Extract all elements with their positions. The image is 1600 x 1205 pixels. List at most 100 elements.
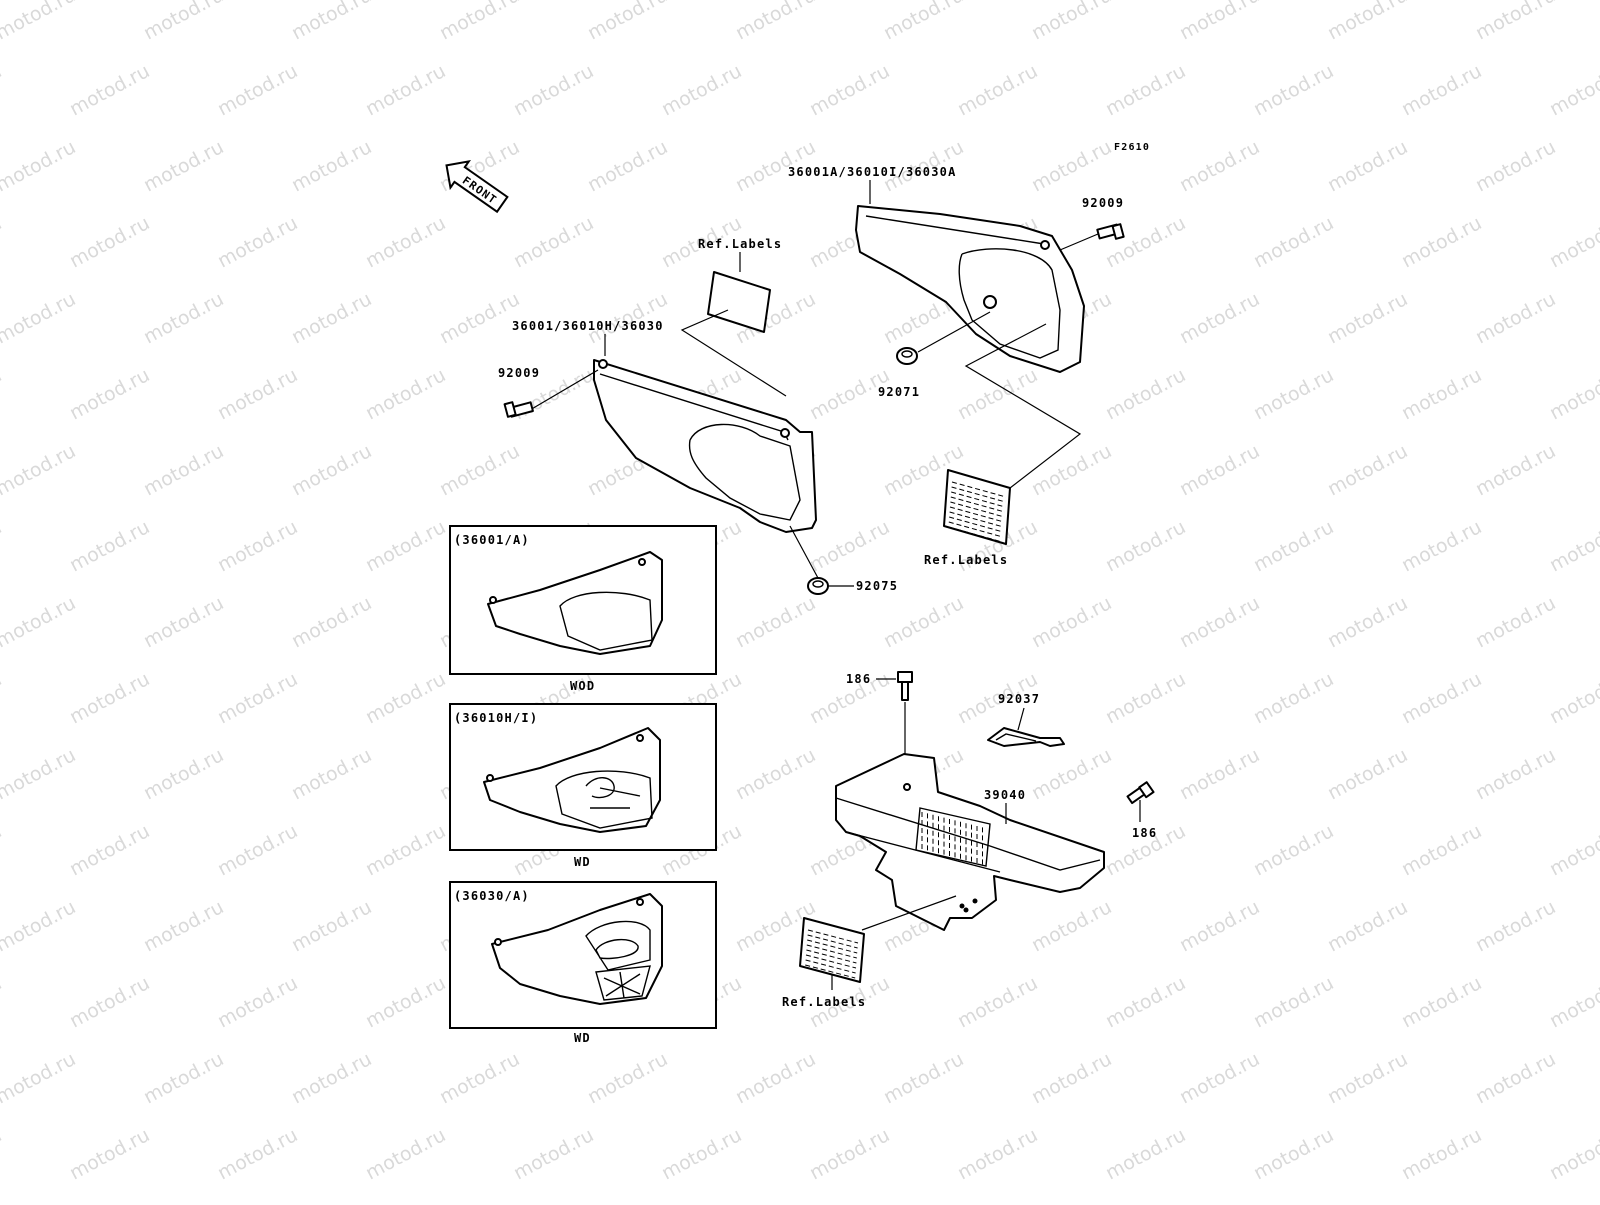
watermark-text: motod.ru: [1176, 744, 1263, 804]
watermark-text: motod.ru: [1250, 972, 1337, 1032]
watermark-text: motod.ru: [140, 136, 227, 196]
watermark-text: motod.ru: [1472, 1048, 1559, 1108]
watermark-text: motod.ru: [66, 364, 153, 424]
watermark-text: motod.ru: [0, 364, 5, 424]
watermark-text: motod.ru: [214, 516, 301, 576]
watermark-text: motod.ru: [510, 1124, 597, 1184]
watermark-text: motod.ru: [1028, 896, 1115, 956]
watermark-text: motod.ru: [1546, 60, 1600, 120]
watermark-text: motod.ru: [954, 364, 1041, 424]
watermark-text: motod.ru: [66, 1124, 153, 1184]
watermark-text: motod.ru: [214, 972, 301, 1032]
watermark-text: motod.ru: [1102, 972, 1189, 1032]
watermark-text: motod.ru: [1250, 212, 1337, 272]
inset-36030-a: (36030/A) WD: [449, 881, 717, 1045]
watermark-text: motod.ru: [1324, 0, 1411, 44]
watermark-text: motod.ru: [1546, 1124, 1600, 1184]
leader-line: [917, 311, 991, 353]
ref-labels-right-label: Ref.Labels: [924, 553, 1008, 567]
hatch-line: [951, 481, 1007, 498]
watermark-text: motod.ru: [436, 288, 523, 348]
watermark-text: motod.ru: [140, 288, 227, 348]
inset-36010h-i: (36010H/I) WD: [449, 703, 717, 869]
ref-labels-top-label: Ref.Labels: [698, 237, 782, 251]
hatch-line: [951, 486, 1006, 503]
watermark-text: motod.ru: [0, 516, 5, 576]
bolt-92009-left-icon: [503, 401, 534, 418]
watermark-text: motod.ru: [288, 136, 375, 196]
watermark-text: motod.ru: [806, 60, 893, 120]
leader-line: [789, 525, 819, 579]
grommet-92071-icon: [896, 347, 918, 365]
bolt-186-top-icon: [897, 671, 913, 701]
watermark-text: motod.ru: [0, 440, 79, 500]
watermark-text: motod.ru: [1250, 516, 1337, 576]
watermark-text: motod.ru: [658, 60, 745, 120]
watermark-text: motod.ru: [214, 668, 301, 728]
left-cover-part-label: 36001/36010H/36030: [512, 319, 664, 333]
watermark-text: motod.ru: [584, 1048, 671, 1108]
watermark-text: motod.ru: [0, 1124, 5, 1184]
hatch-line: [806, 949, 857, 964]
watermark-text: motod.ru: [880, 1048, 967, 1108]
watermark-text: motod.ru: [510, 60, 597, 120]
watermark-text: motod.ru: [288, 744, 375, 804]
watermark-text: motod.ru: [288, 440, 375, 500]
watermark-text: motod.ru: [1398, 212, 1485, 272]
watermark-text: motod.ru: [1176, 592, 1263, 652]
watermark-text: motod.ru: [288, 1048, 375, 1108]
watermark-text: motod.ru: [1102, 212, 1189, 272]
leader-line: [964, 323, 1082, 489]
watermark-text: motod.ru: [436, 0, 523, 44]
hatch-line: [949, 506, 1005, 523]
grommet-left-label: 92075: [856, 579, 898, 593]
hatch-line: [805, 954, 857, 969]
inset-caption: WD: [574, 1031, 591, 1045]
hatch-line: [807, 934, 858, 949]
watermark-text: motod.ru: [362, 60, 449, 120]
watermark-text: motod.ru: [66, 60, 153, 120]
hatch-line: [949, 511, 1004, 528]
watermark-text: motod.ru: [1546, 212, 1600, 272]
watermark-text: motod.ru: [954, 972, 1041, 1032]
grommet-right-label: 92071: [878, 385, 920, 399]
watermark-text: motod.ru: [1028, 1048, 1115, 1108]
watermark-text: motod.ru: [1546, 820, 1600, 880]
hatch-line: [807, 939, 858, 954]
hatch-line: [807, 929, 859, 944]
watermark-text: motod.ru: [1028, 744, 1115, 804]
watermark-text: motod.ru: [1324, 288, 1411, 348]
watermark-text: motod.ru: [732, 744, 819, 804]
watermark-text: motod.ru: [954, 60, 1041, 120]
watermark-text: motod.ru: [140, 1048, 227, 1108]
watermark-text: motod.ru: [0, 820, 5, 880]
watermark-text: motod.ru: [1028, 0, 1115, 44]
ref-labels-bottom-label: Ref.Labels: [782, 995, 866, 1009]
watermark-text: motod.ru: [1398, 516, 1485, 576]
hatch-line: [951, 491, 1006, 508]
watermark-text: motod.ru: [140, 440, 227, 500]
bolt-92009-right-icon: [1096, 223, 1125, 240]
watermark-text: motod.ru: [806, 1124, 893, 1184]
watermark-text: motod.ru: [66, 212, 153, 272]
watermark-text: motod.ru: [1028, 440, 1115, 500]
watermark-text: motod.ru: [1324, 896, 1411, 956]
watermark-text: motod.ru: [140, 592, 227, 652]
watermark-text: motod.ru: [1546, 972, 1600, 1032]
leader-line: [861, 895, 957, 931]
watermark-text: motod.ru: [1398, 1124, 1485, 1184]
watermark-text: motod.ru: [584, 0, 671, 44]
hatch-line: [949, 516, 1004, 533]
watermark-text: motod.ru: [1472, 896, 1559, 956]
clip-92037-icon: [987, 727, 1065, 747]
watermark-text: motod.ru: [214, 1124, 301, 1184]
inset-code: (36001/A): [454, 533, 530, 547]
bolt-left-label: 92009: [498, 366, 540, 380]
watermark-text: motod.ru: [362, 668, 449, 728]
bolt-right-label: 92009: [1082, 196, 1124, 210]
watermark-text: motod.ru: [584, 136, 671, 196]
watermark-text: motod.ru: [1102, 1124, 1189, 1184]
